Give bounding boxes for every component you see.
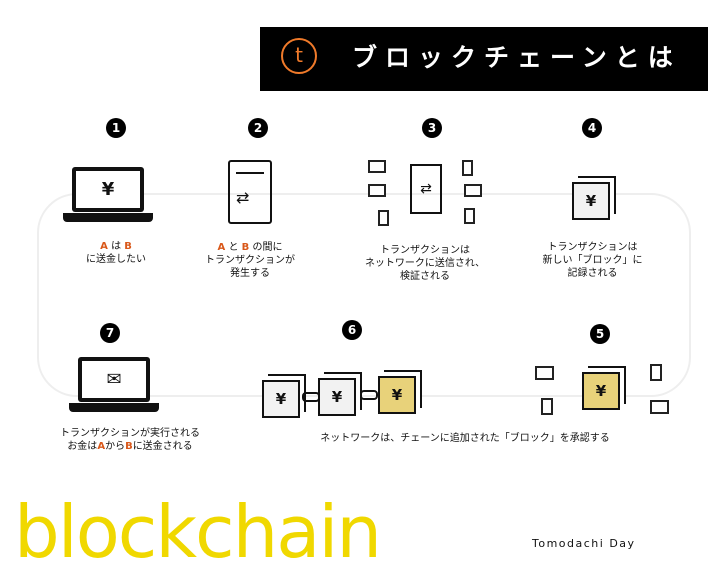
step-7-badge: 7: [100, 323, 120, 343]
logo-icon: t: [281, 38, 317, 74]
step-5-badge: 5: [590, 324, 610, 344]
new-block-icon: ¥: [582, 372, 620, 410]
step-2-caption: A と B の間にトランザクションが発生する: [205, 242, 295, 279]
page-title: ブロックチェーンとは: [352, 43, 681, 72]
brand-wordmark: blockchain: [14, 490, 382, 574]
step-6-badge: 6: [342, 320, 362, 340]
step-3-badge: 3: [422, 118, 442, 138]
process-loop-outline: [37, 193, 691, 397]
monitor-icon: [650, 400, 669, 414]
laptop-base: [63, 213, 153, 222]
phone-icon: [650, 364, 662, 381]
transaction-document-icon: ⇄: [228, 160, 272, 224]
chain-link-icon: [360, 390, 378, 400]
network-icon: ⇄: [366, 158, 486, 228]
chain-block-icon: ¥: [378, 376, 416, 414]
laptop-base: [69, 403, 159, 412]
laptop-icon: ¥: [72, 167, 144, 212]
step-1-badge: 1: [106, 118, 126, 138]
step-7-caption: トランザクションが実行されるお金はAからBに送金される: [60, 428, 200, 452]
phone-icon: [541, 398, 553, 415]
block-icon: ¥: [572, 182, 610, 220]
monitor-icon: [535, 366, 554, 380]
chain-block-icon: ¥: [318, 378, 356, 416]
chain-block-icon: ¥: [262, 380, 300, 418]
step-3-caption: トランザクションはネットワークに送信され、検証される: [364, 245, 486, 282]
step-4-caption: トランザクションは新しい「ブロック」に記録される: [542, 242, 643, 279]
chain-link-icon: [302, 392, 320, 402]
step-6-caption: ネットワークは、チェーンに追加された「ブロック」を承認する: [320, 433, 610, 444]
footer-credit: Tomodachi Day: [532, 537, 636, 550]
title-bar: [260, 27, 708, 91]
step-4-badge: 4: [582, 118, 602, 138]
step-2-badge: 2: [248, 118, 268, 138]
laptop-envelope-icon: ✉: [78, 357, 150, 402]
